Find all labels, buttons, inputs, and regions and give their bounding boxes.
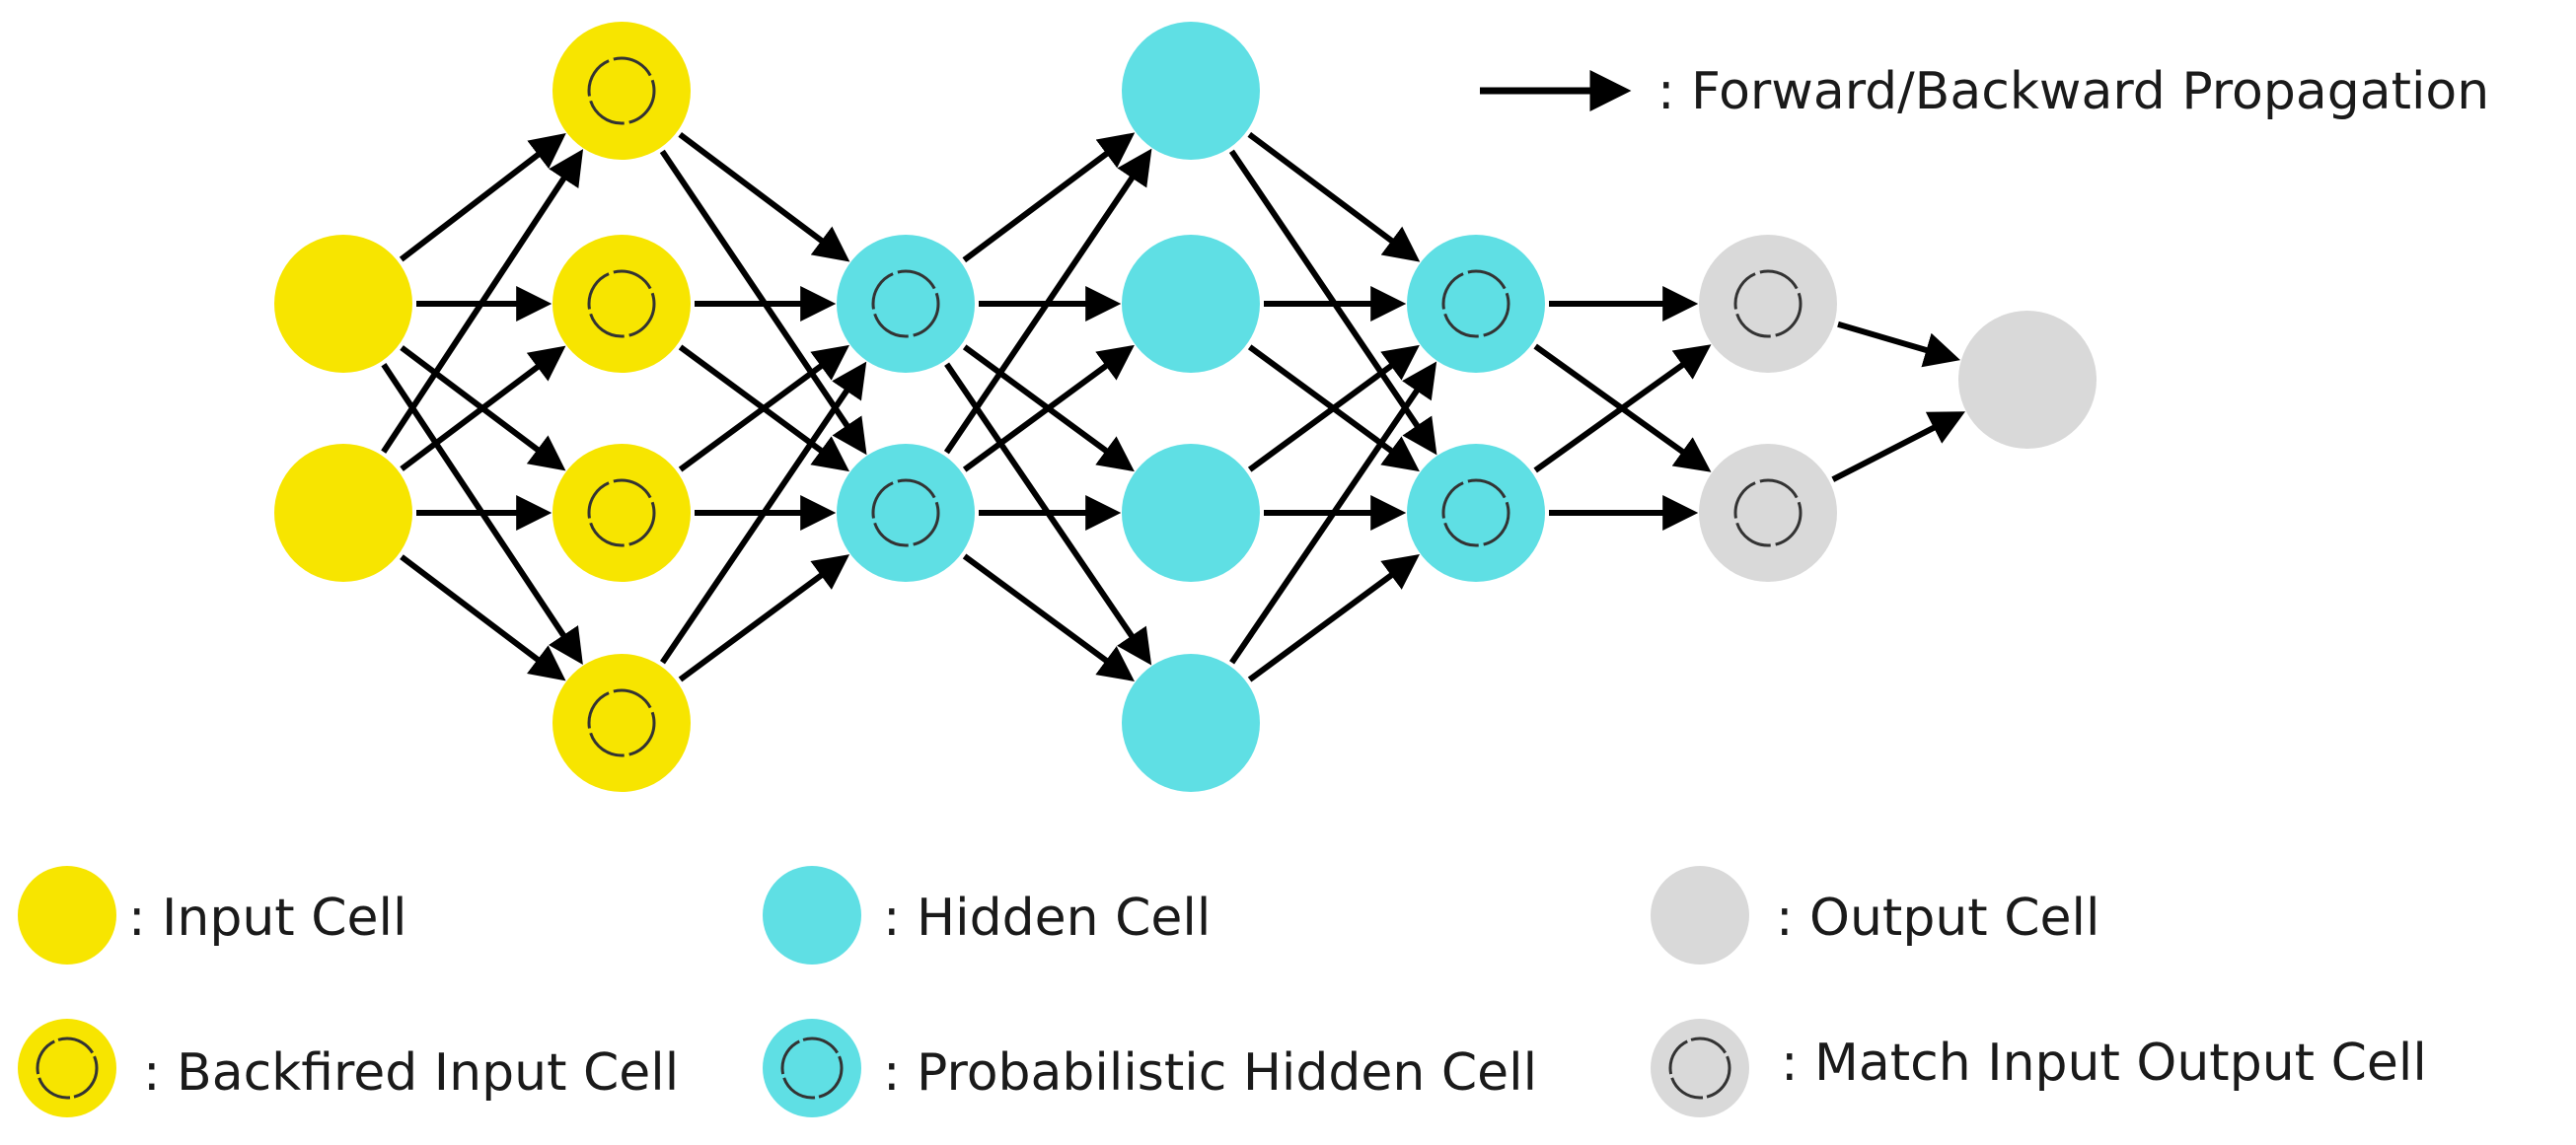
edge-arrow [678, 131, 850, 262]
hidden-cell-node [837, 235, 975, 373]
input-cell-node [274, 444, 412, 582]
probabilistic-hidden-cell-swatch [763, 1019, 861, 1117]
hidden-cell-node [1122, 444, 1260, 582]
backfired-input-cell-swatch [18, 1019, 116, 1117]
inner-ring-icon [1733, 269, 1803, 338]
edge-arrow [1228, 149, 1437, 456]
output-cell-node [1699, 444, 1837, 582]
inner-ring-icon [871, 478, 940, 547]
inner-ring-icon [1441, 478, 1510, 547]
legend-probabilistic-hidden-cell: : Probabilistic Hidden Cell [763, 1019, 1537, 1117]
edge-arrow [1247, 131, 1421, 262]
propagation-legend: : Forward/Backward Propagation [1480, 62, 2489, 121]
inner-ring-icon [587, 688, 656, 757]
edge-arrow [962, 553, 1135, 681]
legend-match-input-output-cell: : Match Input Output Cell [1651, 1019, 2427, 1117]
cell-legend: : Input Cell : Hidden Cell : Output Cell… [18, 866, 2427, 1117]
edge-arrow [678, 554, 850, 682]
edge-arrow [381, 149, 584, 454]
edge-arrow [1247, 554, 1420, 682]
legend-hidden-cell-label: : Hidden Cell [883, 889, 1211, 948]
input-cell-node [552, 22, 691, 160]
hidden-cell-node [837, 444, 975, 582]
hidden-cell-node [1122, 235, 1260, 373]
edge-arrow [1837, 321, 1961, 368]
output-cell-swatch [1651, 866, 1749, 965]
inner-ring-icon [587, 269, 656, 338]
edge-arrow [400, 554, 566, 681]
input-cell-node [274, 235, 412, 373]
nodes-group [274, 22, 2097, 792]
edge-arrow [1831, 411, 1966, 482]
hidden-cell-node [1122, 22, 1260, 160]
edge-arrow [943, 148, 1152, 455]
input-cell-node [552, 235, 691, 373]
output-cell-node [1958, 311, 2097, 449]
legend-backfired-input-cell: : Backfired Input Cell [18, 1019, 679, 1117]
hidden-cell-node [1407, 235, 1545, 373]
inner-ring-icon [1733, 478, 1803, 547]
input-cell-swatch [18, 866, 116, 965]
hidden-cell-node [1122, 654, 1260, 792]
edge-arrow [400, 345, 566, 471]
input-cell-node [552, 654, 691, 792]
inner-ring-icon [871, 269, 940, 338]
propagation-legend-label: : Forward/Backward Propagation [1657, 62, 2489, 121]
legend-match-input-output-cell-label: : Match Input Output Cell [1781, 1034, 2427, 1093]
inner-ring-icon [587, 478, 656, 547]
inner-ring-icon [587, 56, 656, 125]
output-cell-node [1699, 235, 1837, 373]
edge-arrow [1247, 344, 1420, 472]
legend-input-cell: : Input Cell [18, 866, 406, 965]
match-input-output-cell-ring-icon [1668, 1037, 1731, 1100]
edge-arrow [962, 132, 1136, 263]
edge-arrow [678, 344, 849, 472]
probabilistic-hidden-cell-ring-icon [780, 1037, 844, 1100]
legend-probabilistic-hidden-cell-label: : Probabilistic Hidden Cell [883, 1043, 1537, 1103]
legend-backfired-input-cell-label: : Backfired Input Cell [143, 1043, 679, 1103]
input-cell-node [552, 444, 691, 582]
backfired-input-cell-ring-icon [36, 1037, 99, 1100]
edge-arrow [660, 361, 867, 665]
edges-group [381, 131, 1966, 682]
edge-arrow [1533, 344, 1712, 473]
hidden-cell-swatch [763, 866, 861, 965]
legend-output-cell-label: : Output Cell [1776, 889, 2099, 948]
legend-input-cell-label: : Input Cell [128, 889, 406, 948]
edge-arrow [399, 133, 566, 262]
edge-arrow [962, 344, 1135, 472]
legend-hidden-cell: : Hidden Cell [763, 866, 1211, 965]
edge-arrow [1229, 361, 1437, 665]
legend-output-cell: : Output Cell [1651, 866, 2099, 965]
inner-ring-icon [1441, 269, 1510, 338]
match-input-output-cell-swatch [1651, 1019, 1749, 1117]
hidden-cell-node [1407, 444, 1545, 582]
edge-arrow [659, 149, 867, 456]
